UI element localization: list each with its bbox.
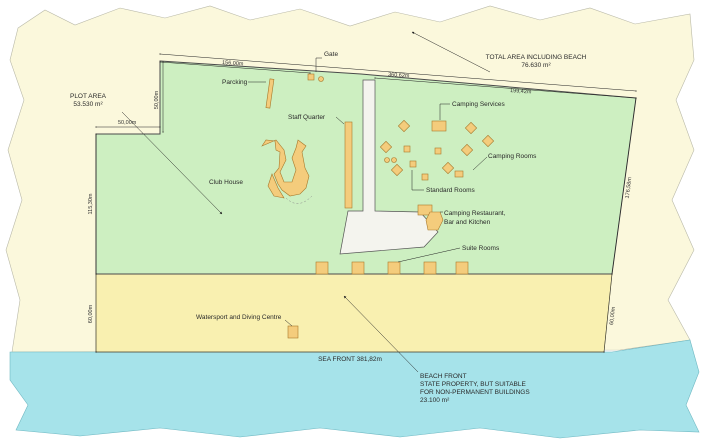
suite-room (315, 261, 329, 275)
camping-restaurant-label-2: Bar and Kitchen (444, 219, 491, 226)
club-house-label: Club House (209, 179, 243, 186)
plot-area-title: PLOT AREA (70, 93, 107, 100)
parking-label: Parcking (222, 79, 248, 86)
leader-beach-front (343, 295, 419, 373)
sea-area (9, 339, 700, 439)
dim-line-right-beach (603, 273, 613, 353)
camping-room (460, 143, 474, 157)
camping-room (441, 161, 455, 175)
standard-room (391, 157, 397, 163)
suite-rooms (315, 261, 469, 275)
dimension-lines (95, 53, 637, 353)
beach-area (95, 273, 613, 353)
dim-label-left-notch-v: 50,00m (154, 90, 160, 109)
camping-room (481, 134, 495, 148)
camping-services-label: Camping Services (452, 101, 505, 108)
standard-room (409, 160, 417, 168)
camping-room (397, 119, 411, 133)
camping-rooms (379, 119, 495, 177)
suite-room (423, 261, 437, 275)
dim-label-left-notch-h: 50,00m (118, 120, 137, 126)
camping-room (379, 140, 393, 154)
gate-label: Gate (324, 51, 338, 58)
total-area-value: 76.630 m² (521, 62, 551, 69)
camping-restaurant-building (417, 204, 444, 231)
camping-room (464, 121, 478, 135)
dim-label-top-left: 156,00m (222, 60, 244, 68)
dim-line-right-plot (611, 97, 637, 275)
sea-front-label: SEA FRONT 381,82m (318, 356, 382, 363)
camping-rooms-label: Camping Rooms (488, 153, 537, 160)
leader-camping-rooms (472, 156, 488, 171)
beach-front-label-3: FOR NON-PERMANENT BUILDINGS (420, 389, 530, 396)
dim-label-right-beach: 60,00m (609, 306, 617, 325)
dim-label-top-total: 360,62m (388, 72, 410, 80)
dim-label-left-beach: 60,00m (88, 304, 94, 323)
staff-quarter-building (344, 121, 353, 209)
club-house-building (261, 139, 313, 204)
dim-line-top-right (374, 77, 637, 99)
standard-room (434, 147, 442, 155)
internal-road (339, 79, 439, 255)
watersport-building (287, 325, 299, 339)
beach-front-label-4: 23.100 m² (420, 397, 450, 404)
dim-label-right-plot: 176,58m (625, 176, 634, 198)
standard-rooms-label: Standard Rooms (426, 187, 476, 194)
suite-room (387, 261, 401, 275)
suite-room (455, 261, 469, 275)
camping-room (390, 163, 404, 177)
beach-front-label-2: STATE PROPERTY, BUT SUITABLE (420, 381, 526, 388)
standard-room (454, 170, 464, 178)
gate-post (307, 73, 315, 81)
dim-line-top-left (159, 61, 311, 74)
plot-area-value: 53.530 m² (73, 101, 103, 108)
standard-room (384, 157, 390, 163)
beach-front-label-1: BEACH FRONT (420, 373, 467, 380)
leader-watersport (284, 319, 293, 327)
dim-label-left-plot: 115,30m (88, 193, 94, 214)
suite-rooms-label: Suite Rooms (462, 245, 500, 252)
leader-lines (121, 31, 491, 373)
gate-marker (318, 76, 324, 82)
camping-services-building (431, 120, 447, 132)
camping-restaurant-label-1: Camping Restaurant, (444, 210, 506, 217)
suite-room (351, 261, 365, 275)
total-area-title: TOTAL AREA INCLUDING BEACH (486, 54, 587, 61)
staff-quarter-label: Staff Quarter (288, 114, 326, 121)
standard-room (403, 145, 411, 153)
leader-total-area (411, 31, 491, 73)
leader-plot-area (121, 111, 223, 215)
leader-suite (397, 247, 461, 263)
standard-room (421, 173, 429, 181)
leader-staff (335, 116, 345, 125)
watersport-label: Watersport and Diving Centre (196, 314, 282, 321)
dim-label-top-right: 199,42m (510, 88, 532, 96)
standard-rooms (384, 145, 464, 181)
